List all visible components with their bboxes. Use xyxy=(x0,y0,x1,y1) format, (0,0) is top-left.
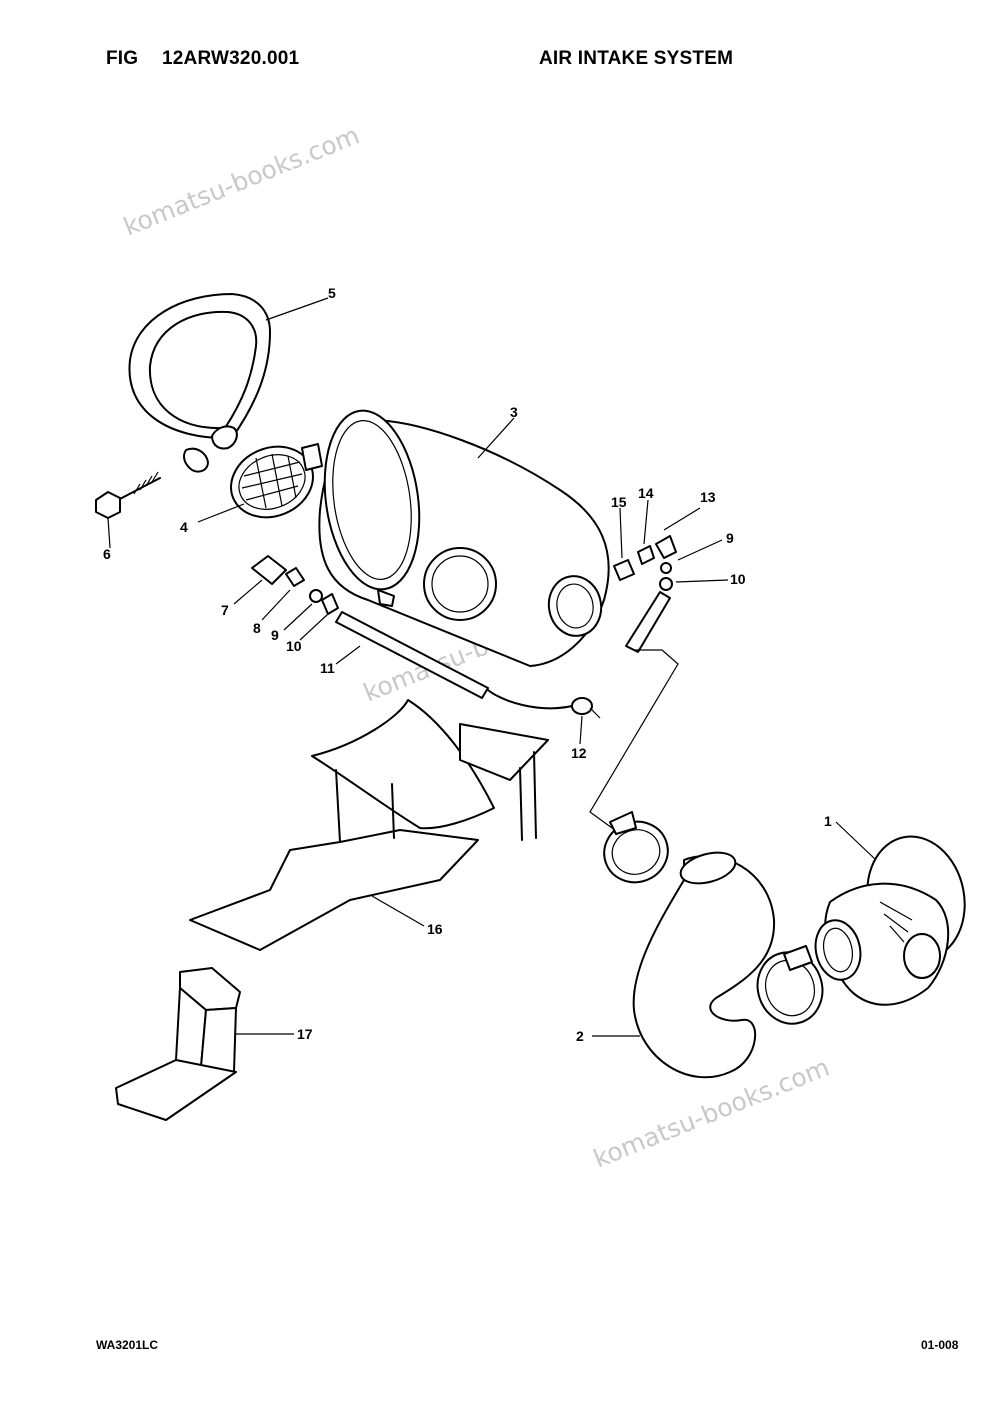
callout-8: 8 xyxy=(253,620,261,636)
part-11-tube xyxy=(335,611,581,710)
figure-number: 12ARW320.001 xyxy=(162,48,300,69)
part-9-washer-right xyxy=(660,562,672,574)
callout-13: 13 xyxy=(700,489,716,505)
callout-17: 17 xyxy=(297,1026,313,1042)
page-title: AIR INTAKE SYSTEM xyxy=(539,48,734,69)
part-5-clamp-band xyxy=(128,293,271,473)
callout-numbers: 5 3 4 6 7 8 9 10 11 12 13 14 15 9 10 1 2… xyxy=(103,285,832,1044)
fittings-left xyxy=(251,555,339,615)
part-3-air-cleaner-housing xyxy=(318,409,610,667)
callout-5: 5 xyxy=(328,285,336,301)
part-16-mounting-bracket xyxy=(189,699,549,951)
fig-label: FIG xyxy=(106,48,139,69)
callout-9-left: 9 xyxy=(271,627,279,643)
part-2-intake-hose xyxy=(603,811,824,1079)
callout-15: 15 xyxy=(611,494,627,510)
part-1-turbocharger xyxy=(814,835,966,1006)
part-13-elbow xyxy=(655,535,677,559)
part-17-stand-bracket xyxy=(115,967,241,1121)
callout-10-right: 10 xyxy=(730,571,746,587)
hose-clamp-lower xyxy=(756,951,824,1025)
callout-9-right: 9 xyxy=(726,530,734,546)
part-14-fitting xyxy=(637,545,655,565)
callout-6: 6 xyxy=(103,546,111,562)
part-4-filter-element xyxy=(230,443,323,519)
part-12-hose-clip xyxy=(571,697,601,719)
callout-1: 1 xyxy=(824,813,832,829)
callout-2: 2 xyxy=(576,1028,584,1044)
part-8-fitting xyxy=(285,567,305,587)
callout-10-left: 10 xyxy=(286,638,302,654)
callout-4: 4 xyxy=(180,519,188,535)
document-code: WA3201LC xyxy=(96,1338,159,1352)
part-9-washer xyxy=(309,589,323,603)
part-7-fitting xyxy=(251,555,287,585)
fittings-right xyxy=(589,535,679,829)
callout-14: 14 xyxy=(638,485,654,501)
hose-segment xyxy=(625,591,671,653)
page-number: 01-008 xyxy=(921,1338,959,1352)
leader-lines xyxy=(107,297,877,1037)
callout-11: 11 xyxy=(320,660,335,676)
part-10-nut-right xyxy=(659,577,673,591)
callout-16: 16 xyxy=(427,921,443,937)
callout-12: 12 xyxy=(571,745,587,761)
callout-7: 7 xyxy=(221,602,229,618)
part-6-bolt xyxy=(95,471,161,519)
part-10-nut xyxy=(321,593,339,615)
part-15-fitting xyxy=(613,559,635,581)
callout-3: 3 xyxy=(510,404,518,420)
watermark-top: komatsu-books.com xyxy=(119,120,363,241)
